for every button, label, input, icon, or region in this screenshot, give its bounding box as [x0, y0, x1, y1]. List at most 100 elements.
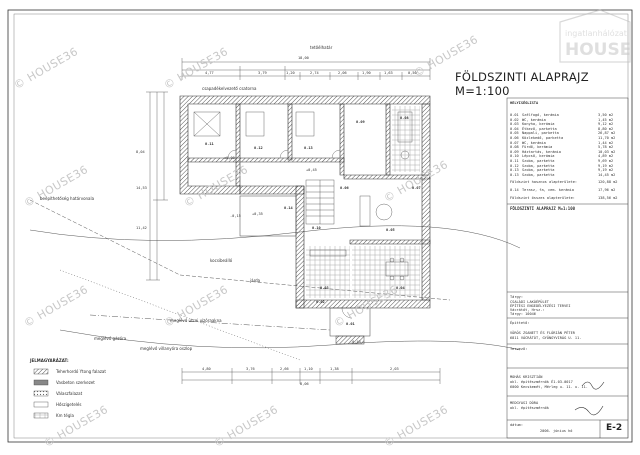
level-mark: -0,15	[230, 214, 241, 218]
gas-meter-label: meglévő gázóra	[94, 336, 127, 341]
room-area: 14,45 m2	[598, 172, 616, 177]
room-name: Szélfogó, kerámia	[522, 113, 559, 117]
room-name: Háztartás, kerámia	[522, 149, 561, 154]
terrace-area: 17,96 m2	[598, 188, 616, 192]
client-label: Építtető:	[510, 321, 530, 325]
dim-label: 14,53	[136, 186, 147, 190]
dim-label: 3,76	[246, 367, 255, 371]
room-name: Szoba, parketta	[522, 168, 555, 173]
designer-line: MOHÁS KRISZTIÁN	[510, 375, 543, 379]
boundary-label: beépíthetőség határvonala	[40, 196, 95, 201]
dim-label: 18,00	[298, 56, 309, 60]
room-tag: 0.01	[346, 322, 355, 326]
stair	[305, 179, 335, 225]
room-tag: 0.11	[205, 142, 214, 146]
room-name: WC, kerámia	[522, 140, 546, 145]
room-name: Lépcső, kerámia	[522, 154, 555, 159]
room-name: Étkező, parketta	[522, 126, 557, 131]
dim-label: 8,04	[136, 150, 145, 154]
level-mark: +0,45	[306, 168, 317, 172]
utility-pole-label: meglévő villanyóra oszlop	[140, 346, 193, 351]
room-area: 4,89 m2	[598, 154, 614, 159]
room-tag: 0.04	[396, 286, 405, 290]
dim-label: 1,10	[304, 367, 313, 371]
dim-label: 4,80	[202, 367, 211, 371]
dimension-chains-bottom	[181, 368, 441, 384]
client-line: VÖRÖS ZSANETT ÉS FLÓRIÁN PÉTER	[510, 331, 575, 335]
legend-item: Válaszfalazat	[56, 391, 83, 396]
room-no: 0.03	[510, 122, 519, 127]
water-meter-label: meglévő utcai vízóraakna	[170, 318, 222, 323]
level-mark: +0,35	[252, 212, 263, 216]
project-line: ÉPÍTÉSI ENGEDÉLYEZÉSI TERVEI	[510, 304, 571, 308]
room-tag: 0.12	[254, 146, 263, 150]
dim-label: 2,06	[338, 71, 347, 75]
terrace-name: Terasz, fa, cem. kerámia	[522, 188, 574, 192]
room-no: 0.09	[510, 149, 519, 154]
room-no: 0.12	[510, 163, 519, 168]
page-title: FÖLDSZINTI ALAPRAJZ M=1:100	[455, 70, 589, 98]
room-no: 0.05	[510, 131, 519, 136]
dim-label: 1,90	[362, 71, 371, 75]
date-value: 2006. június hó	[540, 429, 573, 433]
door-swings	[227, 149, 353, 319]
wet-room-tiles	[306, 106, 420, 298]
terrace-no: 0.14	[510, 188, 519, 192]
room-name: Szoba, parketta	[522, 172, 555, 177]
designer-line: 6000 Kecskemét, Mérleg u. 11. u. 11.	[510, 385, 588, 389]
room-area: 3,50 m2	[598, 113, 614, 117]
room-name: Nappali, parketta	[522, 131, 559, 136]
dim-label: 3,79	[258, 71, 267, 75]
gutter-label: csapadékelvezető csatorna	[202, 86, 257, 91]
room-tag: 0.13	[304, 146, 313, 150]
project-line: Vácrátót, Hrsz.:	[510, 308, 545, 312]
legend-item: Km tégla	[56, 413, 74, 418]
room-area: 10,03 m2	[598, 149, 616, 154]
room-tag: 0.14	[284, 206, 293, 210]
room-area: 9,19 m2	[598, 168, 614, 173]
room-area: 9,19 m2	[598, 163, 614, 168]
room-no: 0.13	[510, 168, 519, 173]
designer-label: Tervező:	[510, 347, 528, 351]
project-label: Tárgy:	[510, 295, 523, 299]
room-no: 0.08	[510, 145, 519, 150]
room-tag: 0.02	[316, 300, 325, 304]
room-tag: 0.08	[400, 116, 409, 120]
drafter-line: okl. építészmérnök	[510, 406, 549, 410]
room-name: Szoba, parketta	[522, 163, 555, 168]
room-area: 9,69 m2	[598, 159, 614, 163]
project-line: Tárgy: 10046	[510, 312, 536, 316]
room-area: 8,80 m2	[598, 126, 614, 131]
legend-swatches	[33, 368, 49, 419]
dim-label: 4,77	[205, 71, 214, 75]
driveway-label: kocsibeálló	[210, 258, 233, 263]
dim-label: 1,38	[330, 367, 339, 371]
room-list-header: HELYISÉGLISTA	[510, 101, 539, 105]
house36-logo: ingatlanhálózat HOUSE	[559, 9, 631, 63]
room-name: Szoba, parketta	[522, 159, 555, 163]
room-name: Közlekedő, parketta	[522, 136, 564, 140]
dim-label: 11,42	[136, 226, 147, 230]
subtitle: FÖLDSZINTI ALAPRAJZ M=1:100	[510, 206, 576, 211]
dim-label: 8,06	[300, 382, 309, 386]
date-label: dátum:	[510, 423, 523, 427]
level-mark: -0,45	[350, 340, 361, 344]
room-tag: 0.05	[386, 228, 395, 232]
floor-area-value: 120,88 m2	[598, 180, 618, 184]
legend-item: Vasbeton szerkezet	[56, 380, 95, 385]
room-name: WC, kerámia	[522, 117, 546, 122]
room-no: 0.07	[510, 140, 519, 145]
dim-label: 1,20	[286, 71, 295, 75]
